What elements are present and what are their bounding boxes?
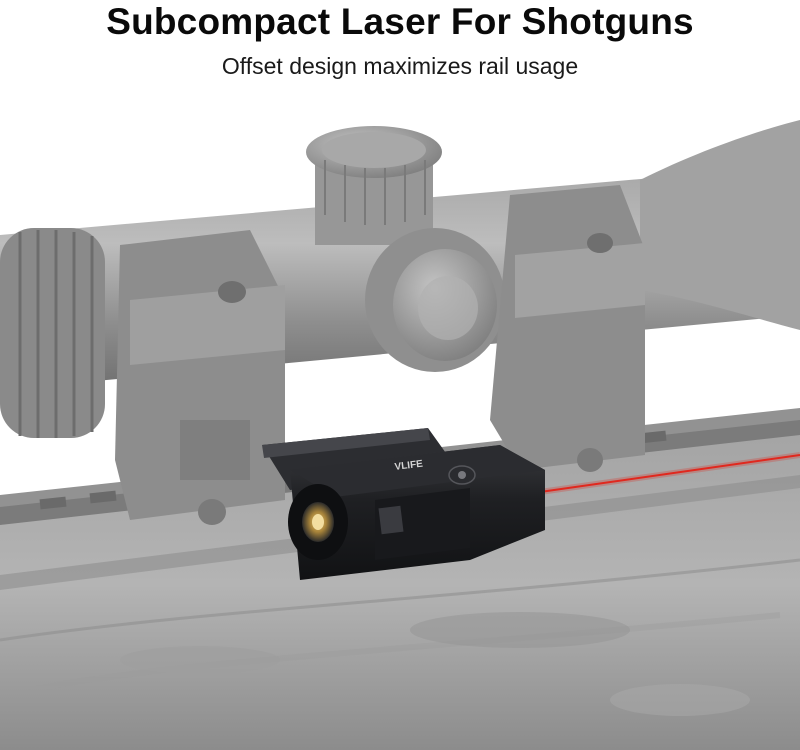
laser-beam [539, 452, 800, 495]
brand-logo: VLIFE [394, 459, 424, 473]
page-subtitle: Offset design maximizes rail usage [221, 53, 579, 79]
laser-sight: VLIFE [262, 428, 545, 580]
scope-eyepiece [0, 228, 105, 438]
svg-text:VLIFE: VLIFE [394, 459, 424, 473]
laser-activation-button [448, 465, 476, 485]
scope-ring-front [490, 185, 645, 472]
scope-rings [115, 185, 645, 525]
windage-turret [365, 228, 505, 372]
headline-block: Subcompact Laser For Shotguns Offset des… [0, 0, 800, 80]
scope-ring-rear [115, 230, 285, 525]
page-title: Subcompact Laser For Shotguns [106, 1, 694, 42]
elevation-turret [306, 126, 442, 245]
